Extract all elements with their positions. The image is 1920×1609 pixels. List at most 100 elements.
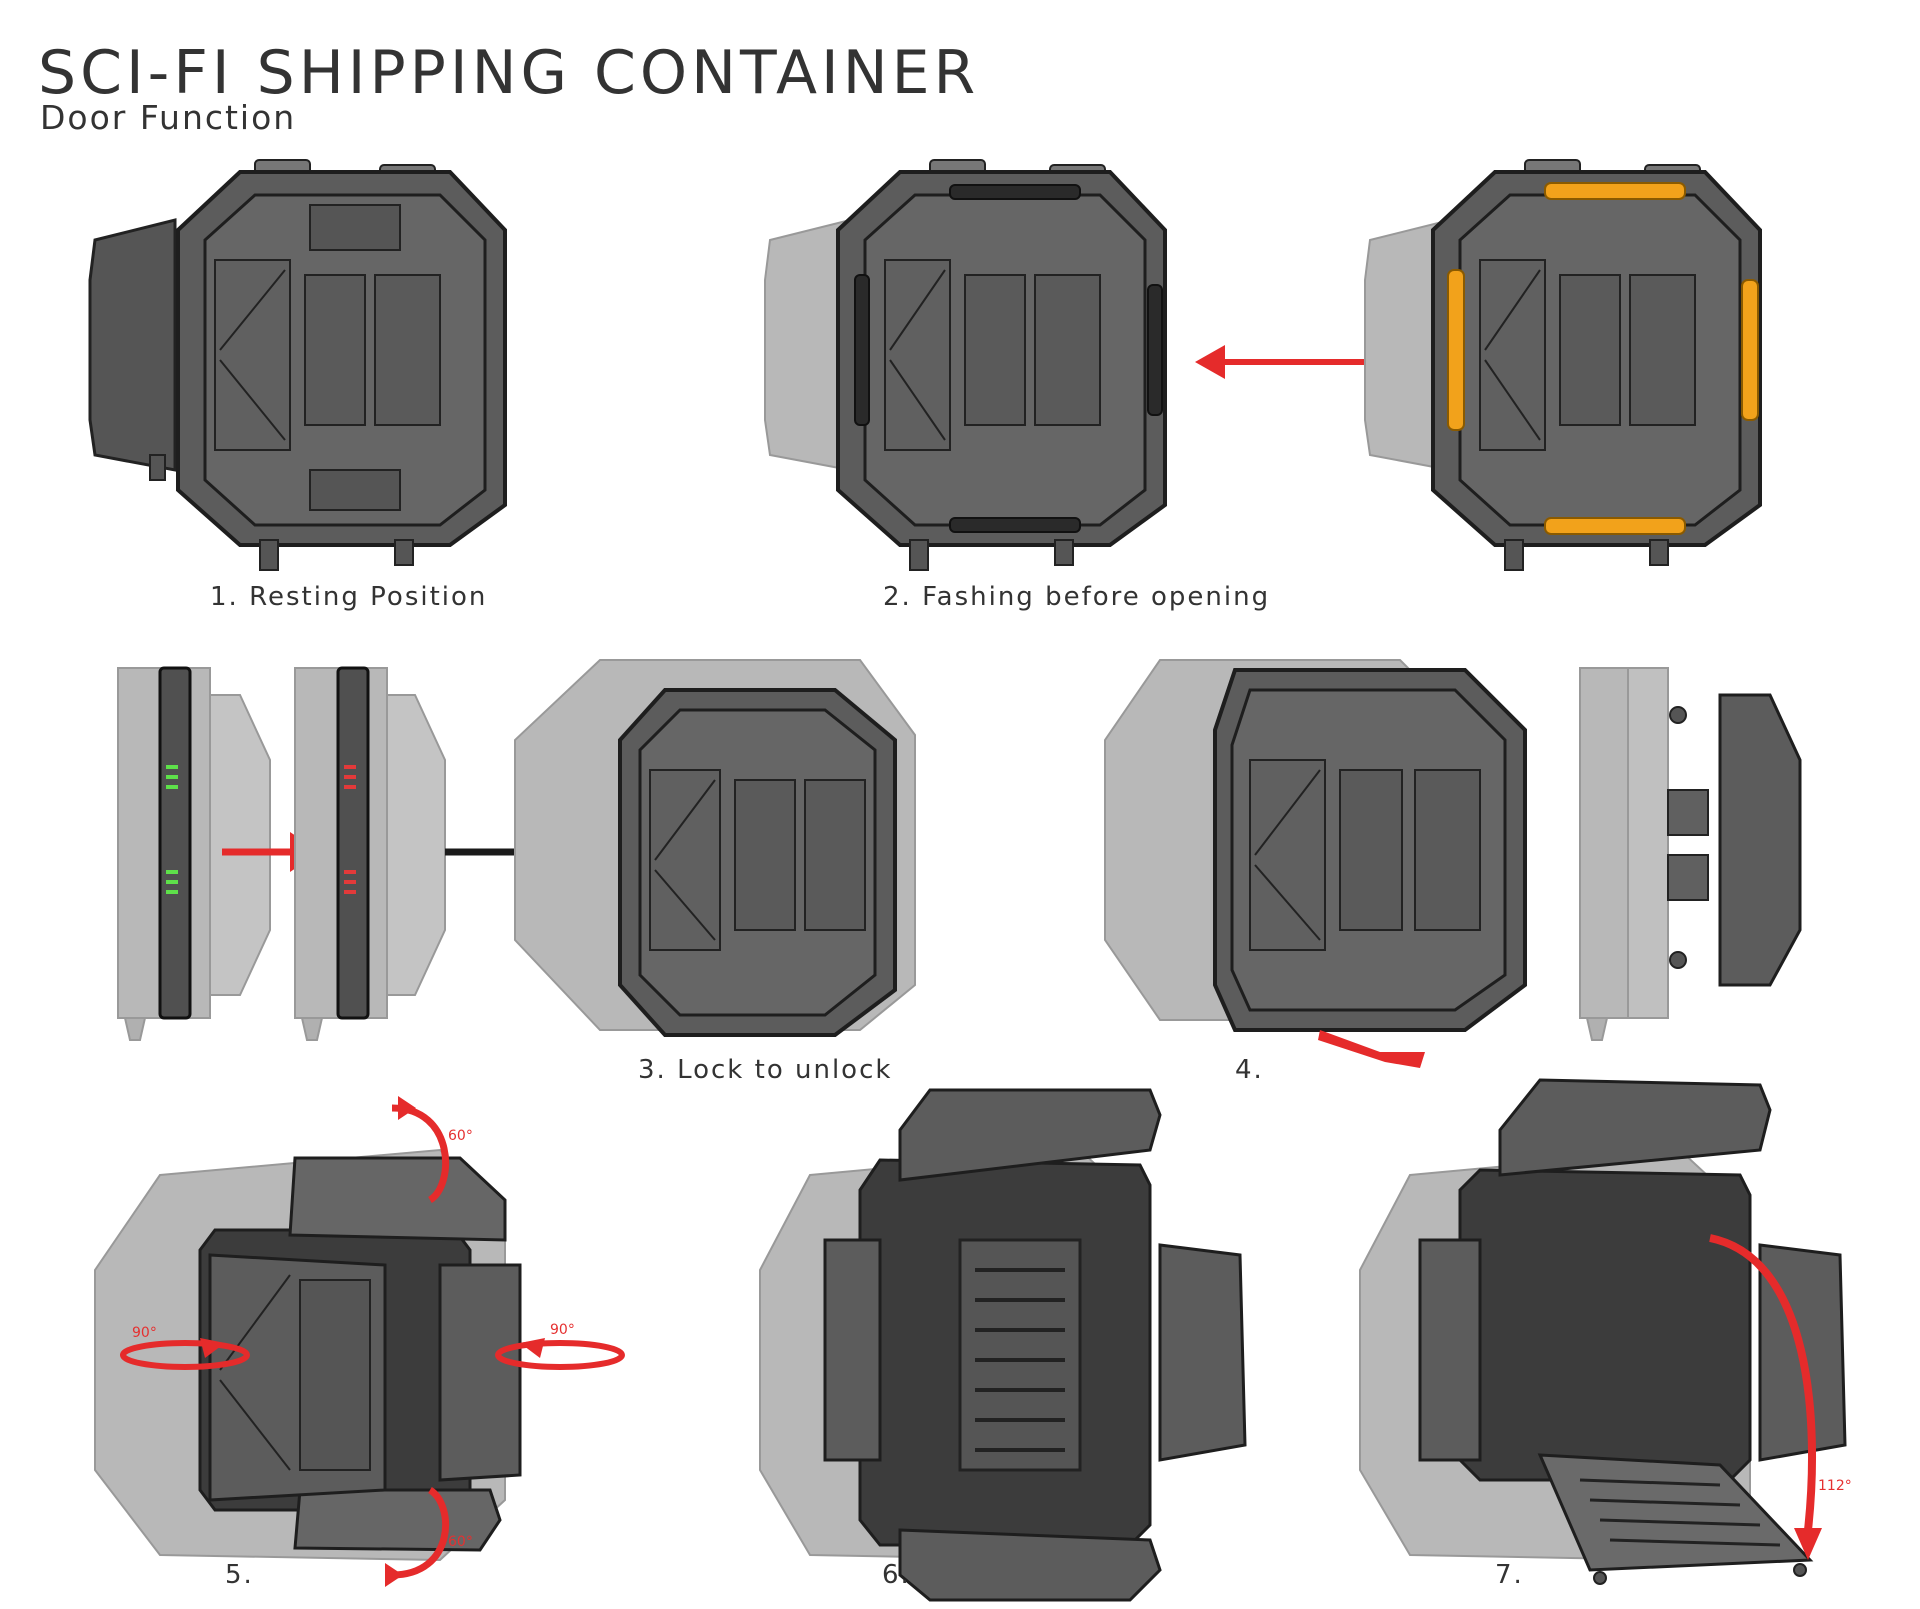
step3a-ghost-door: [209, 694, 271, 996]
step5-rotate-arrows: [120, 1096, 625, 1587]
step3-diag-2: [654, 869, 716, 941]
step7-ramp-slat-3: [1599, 1518, 1761, 1527]
step2a-diag-2: [889, 359, 946, 441]
step5-arrow-left: [120, 1340, 250, 1370]
step4-diag-1: [1254, 769, 1321, 856]
step6-door-bottom: [898, 1528, 1162, 1602]
step3a-green-2: [166, 775, 178, 779]
step1-diag-2: [219, 359, 286, 441]
step1-bottom-vent: [309, 469, 401, 511]
step7-wheel-2: [1793, 1563, 1807, 1577]
step1-foot-right: [394, 539, 414, 566]
step3-side-view-red: [294, 666, 446, 1041]
step2b-diag-2: [1484, 359, 1541, 441]
step3-diag-1: [654, 779, 716, 861]
step5-angle-top: 60°: [448, 1128, 473, 1144]
step4-piston-2: [1667, 854, 1709, 901]
step3a-lock-bar: [158, 666, 192, 1020]
step4-hinge-2: [1669, 951, 1687, 969]
step6-back-panel: [958, 1238, 1082, 1472]
step7-angle-ramp: 112°: [1818, 1478, 1852, 1494]
step3a-green-3: [166, 785, 178, 789]
step3a-foot: [123, 1017, 147, 1041]
step5-container: [94, 1148, 522, 1562]
step2b-container: [1364, 159, 1762, 571]
step3b-lock-bar: [336, 666, 370, 1020]
step2a-foot-right: [1054, 539, 1074, 566]
step5-arrow-right: [495, 1340, 625, 1370]
step3-side-view-green: [117, 666, 271, 1041]
step4-diag-2: [1254, 864, 1321, 941]
step2a-side-panel: [884, 259, 951, 451]
step7-rotate-arrow: [1709, 1234, 1822, 1560]
step3b-red-6: [344, 890, 356, 894]
step2a-center-panel-right: [1034, 274, 1101, 426]
step2b-foot-center: [1504, 539, 1524, 571]
step6-caption: 6.: [882, 1560, 911, 1590]
step4-hinge-1: [1669, 706, 1687, 724]
step2b-light-top: [1544, 182, 1686, 200]
step5-arrow-top: [391, 1104, 449, 1203]
step4-side-frame: [1627, 667, 1669, 1019]
step4-container: [1104, 659, 1527, 1032]
step5-diag-2: [219, 1379, 291, 1471]
step3b-ghost-door: [386, 694, 446, 996]
step2a-light-right: [1147, 284, 1163, 416]
step4-piston-1: [1667, 789, 1709, 836]
step3-center-panel-right: [804, 779, 866, 931]
step1-container: [88, 159, 507, 571]
step2b-light-left: [1447, 269, 1465, 431]
step3b-red-4: [344, 870, 356, 874]
step5-left-panel: [299, 1279, 371, 1471]
step1-top-vent: [309, 204, 401, 251]
step3-caption: 3. Lock to unlock: [638, 1055, 893, 1085]
step7-ramp-slat-2: [1589, 1498, 1741, 1507]
step1-rear-body: [88, 218, 177, 472]
step3b-red-3: [344, 785, 356, 789]
step3a-green-4: [166, 870, 178, 874]
step5-caption: 5.: [225, 1560, 254, 1590]
step4-side-door: [1718, 693, 1802, 987]
step4-side-view: [1579, 667, 1802, 1041]
page-subtitle: Door Function: [40, 98, 297, 137]
step7-ramp-slat-1: [1579, 1478, 1721, 1487]
step2b-center-panel-left: [1559, 274, 1621, 426]
step1-diag-1: [219, 269, 286, 351]
step5-diag-1: [219, 1274, 291, 1371]
step1-caption: 1. Resting Position: [210, 582, 488, 612]
step6-container: [759, 1088, 1247, 1602]
step2b-light-right: [1741, 279, 1759, 421]
step5-door-bottom: [293, 1488, 502, 1552]
step1-center-panel-left: [304, 274, 366, 426]
step3a-green-1: [166, 765, 178, 769]
step7-container: [1359, 1078, 1847, 1585]
step5-door-right: [438, 1263, 522, 1482]
page-title: SCI-FI SHIPPING CONTAINER: [38, 38, 980, 108]
step4-side-panel: [1249, 759, 1326, 951]
step2b-center-panel-right: [1629, 274, 1696, 426]
step1-side-panel-left: [214, 259, 291, 451]
step4-center-panel-left: [1339, 769, 1403, 931]
step3b-foot: [300, 1017, 324, 1041]
step7-ramp-slat-4: [1609, 1538, 1781, 1547]
step5-door-top: [288, 1156, 507, 1242]
step5-arrow-bottom: [391, 1487, 450, 1579]
step2a-light-bottom: [949, 517, 1081, 533]
step3a-green-5: [166, 880, 178, 884]
step5-angle-right: 90°: [550, 1322, 575, 1338]
step4-side-door-foot: [1585, 1017, 1609, 1041]
step7-caption: 7.: [1495, 1560, 1524, 1590]
step6-door-left: [823, 1238, 882, 1462]
step3a-green-6: [166, 890, 178, 894]
step1-center-panel-right: [374, 274, 441, 426]
step4-pull-arrow: [1318, 1030, 1425, 1068]
step2b-foot-right: [1649, 539, 1669, 566]
step3-side-panel: [649, 769, 721, 951]
step5-angle-bottom: 60°: [448, 1534, 473, 1550]
step3-center-panel-left: [734, 779, 796, 931]
step1-foot-left: [149, 454, 166, 481]
step7-wheel-1: [1593, 1571, 1607, 1585]
step2a-foot-center: [909, 539, 929, 571]
step2a-center-panel-left: [964, 274, 1026, 426]
step3b-red-1: [344, 765, 356, 769]
